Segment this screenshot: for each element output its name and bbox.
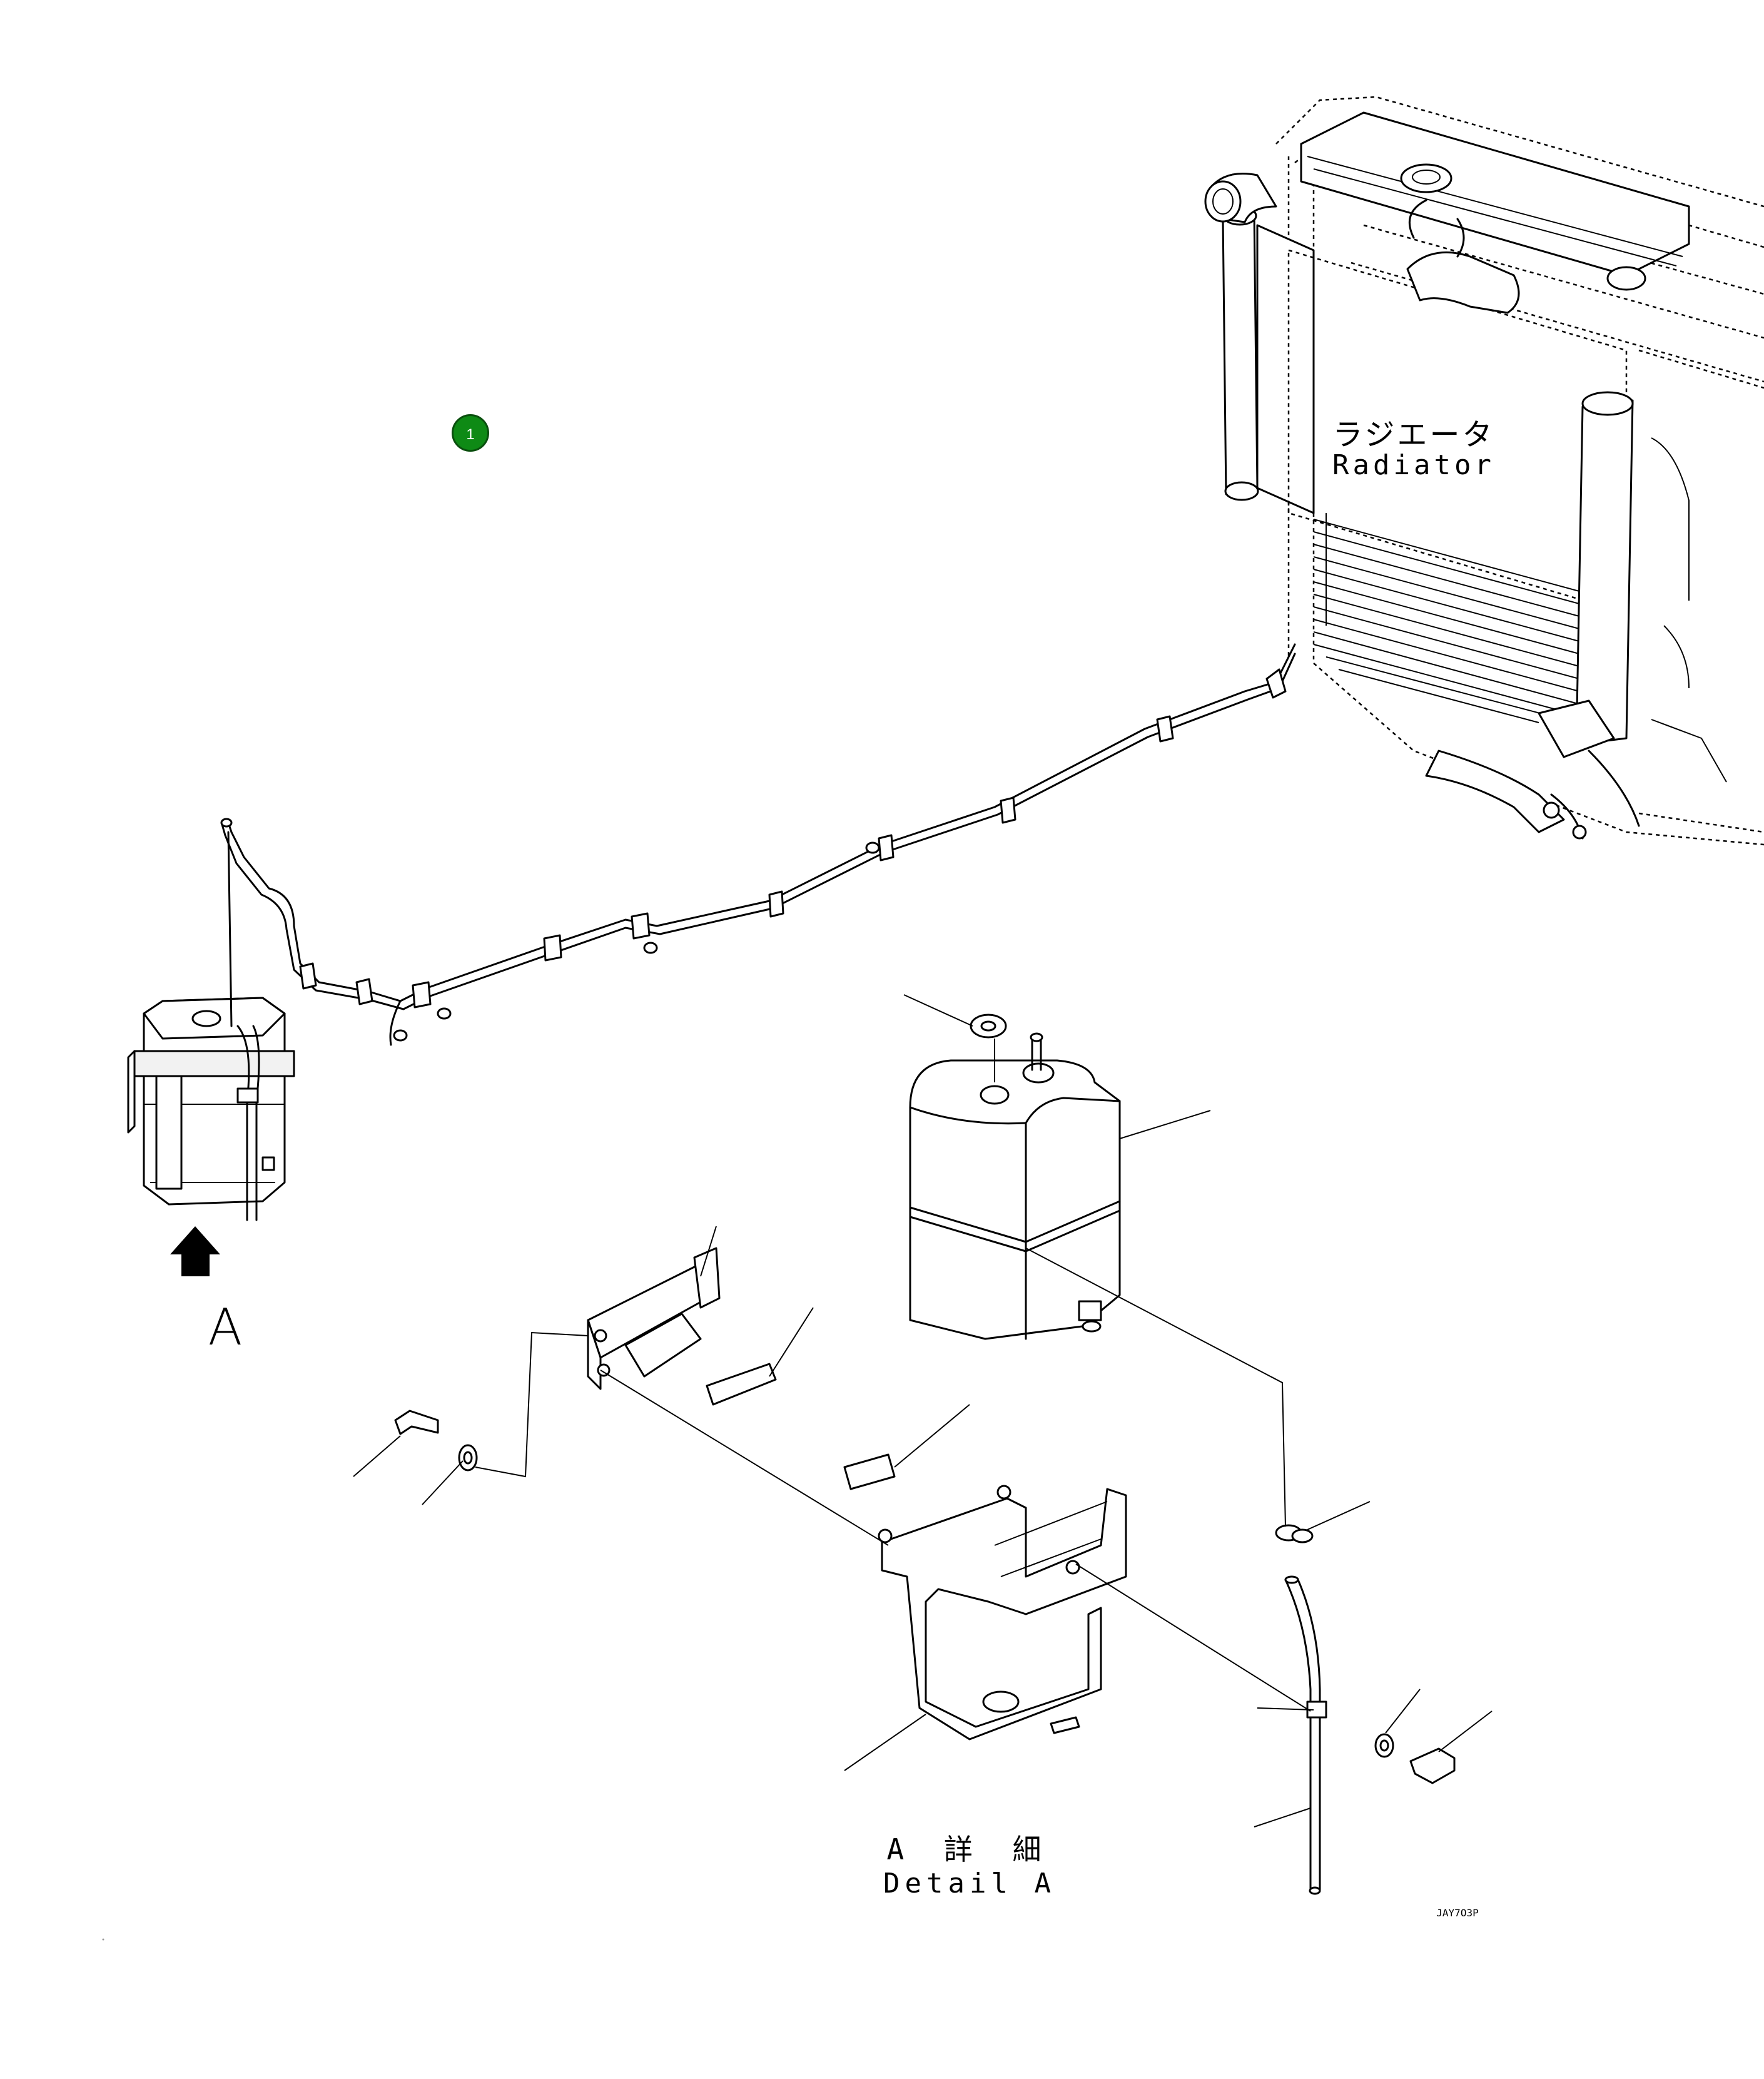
speck [102, 1938, 104, 1941]
reservoir-tank-small [127, 831, 295, 1221]
hose-clamps [299, 668, 1287, 1042]
part-callout-1[interactable]: 1 [452, 414, 489, 452]
radiator-label-japanese: ラジエータ [1332, 417, 1495, 452]
radiator-core-fins [1313, 519, 1614, 723]
view-a-label: A [208, 1298, 243, 1356]
view-arrow-a [170, 1226, 220, 1276]
radiator-label-english: Radiator [1332, 449, 1495, 481]
detail-a-exploded [353, 994, 1493, 1895]
overflow-hose-route [220, 643, 1296, 1046]
drawing-code: JAY7O3P [1436, 1907, 1479, 1919]
radiator-assembly [1204, 96, 1764, 846]
detail-a-label-japanese: A 詳 細 [886, 1832, 1053, 1866]
detail-a-label-english: Detail A [883, 1868, 1056, 1899]
